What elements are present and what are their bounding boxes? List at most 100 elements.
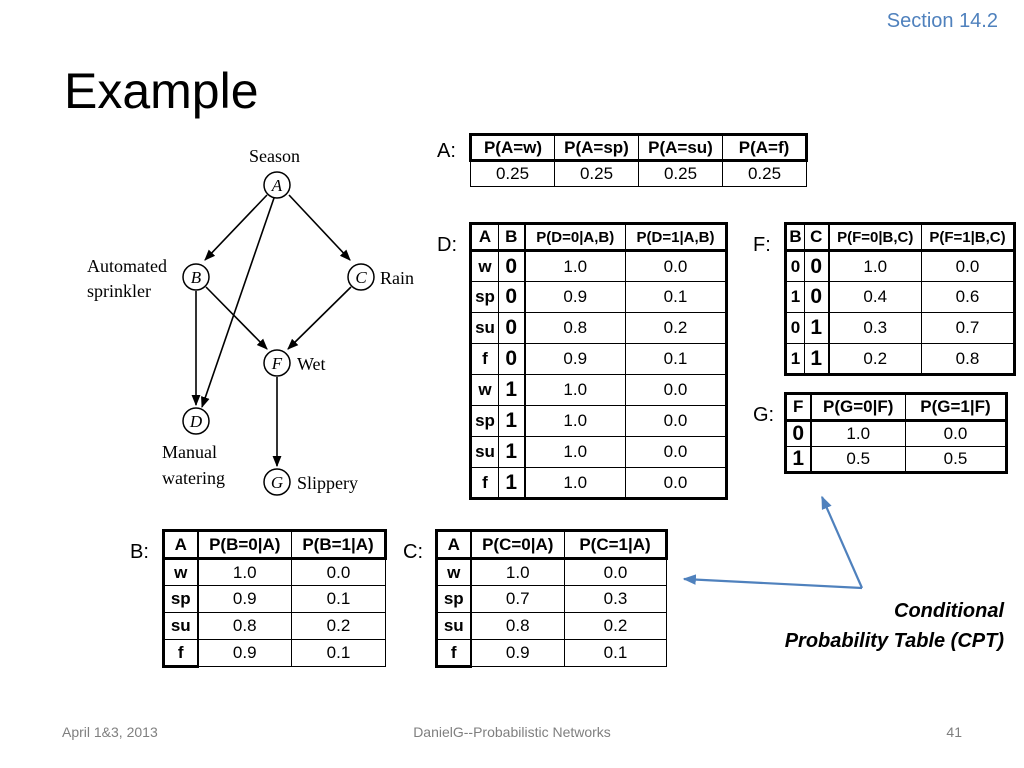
cell: 1.0 bbox=[524, 250, 626, 282]
header-cell: P(C=0|A) bbox=[470, 529, 565, 560]
cell: 0 bbox=[498, 312, 526, 344]
node-d bbox=[182, 407, 210, 435]
cell: f bbox=[435, 639, 472, 668]
footer-page-number: 41 bbox=[946, 724, 962, 740]
cell: 0.5 bbox=[810, 446, 906, 474]
section-label: Section 14.2 bbox=[886, 10, 998, 32]
node-f-label: Wet bbox=[297, 354, 326, 374]
value-cell: 0.25 bbox=[638, 160, 723, 187]
cell: 0.8 bbox=[197, 612, 292, 640]
cell: 0.9 bbox=[524, 281, 626, 313]
cell: 0.0 bbox=[625, 467, 728, 500]
cell: f bbox=[162, 639, 199, 668]
cell: 0.8 bbox=[524, 312, 626, 344]
cell: sp bbox=[162, 585, 199, 613]
header-cell: P(D=0|A,B) bbox=[524, 222, 626, 252]
cell: su bbox=[469, 312, 499, 344]
header-cell: A bbox=[162, 529, 199, 560]
cell: 0.0 bbox=[625, 374, 728, 406]
cell: 1.0 bbox=[810, 420, 906, 447]
edge-c-f bbox=[287, 286, 352, 350]
node-b-letter: B bbox=[191, 268, 202, 287]
cell: 0.7 bbox=[921, 312, 1016, 344]
cell: 0.5 bbox=[905, 446, 1008, 474]
cell: 0.3 bbox=[564, 585, 667, 613]
cell: 1 bbox=[804, 312, 830, 344]
cell: su bbox=[162, 612, 199, 640]
cell: f bbox=[469, 467, 499, 500]
cell: sp bbox=[469, 281, 499, 313]
node-g-label: Slippery bbox=[297, 473, 358, 493]
footer-date: April 1&3, 2013 bbox=[62, 724, 158, 740]
node-g-letter: G bbox=[271, 473, 283, 492]
cell: 0.4 bbox=[828, 281, 922, 313]
cell: 1.0 bbox=[470, 558, 565, 586]
cell: 1.0 bbox=[524, 405, 626, 437]
header-cell: P(G=1|F) bbox=[905, 392, 1008, 422]
cell: 0 bbox=[498, 343, 526, 375]
cell: 1.0 bbox=[197, 558, 292, 586]
cell: 0 bbox=[784, 312, 805, 344]
cell: 0.6 bbox=[921, 281, 1016, 313]
header-cell: P(F=0|B,C) bbox=[828, 222, 922, 252]
cell: 0.1 bbox=[625, 281, 728, 313]
node-b bbox=[182, 263, 210, 291]
cell: 1 bbox=[498, 467, 526, 500]
node-f-letter: F bbox=[271, 354, 283, 373]
value-cell: 0.25 bbox=[554, 160, 639, 187]
table-c-label: C: bbox=[403, 541, 423, 563]
node-d-label-1: Manual bbox=[162, 442, 217, 462]
cell: 0.0 bbox=[625, 250, 728, 282]
cell: w bbox=[469, 374, 499, 406]
cell: 1 bbox=[784, 281, 805, 313]
header-cell: C bbox=[804, 222, 830, 252]
cell: 0.0 bbox=[625, 436, 728, 468]
edge-a-b bbox=[204, 194, 268, 261]
cell: 1.0 bbox=[524, 374, 626, 406]
cell: 0.1 bbox=[625, 343, 728, 375]
header-cell: P(B=0|A) bbox=[197, 529, 292, 560]
table-b-label: B: bbox=[130, 541, 149, 563]
node-b-label-2: sprinkler bbox=[87, 281, 151, 301]
cell: 0.0 bbox=[291, 558, 386, 586]
cell: sp bbox=[469, 405, 499, 437]
table-a-label: A: bbox=[437, 140, 456, 162]
edge-a-c bbox=[288, 194, 351, 261]
cell: 0.2 bbox=[625, 312, 728, 344]
table-g-label: G: bbox=[753, 404, 775, 426]
cell: 0.3 bbox=[828, 312, 922, 344]
cell: 0.9 bbox=[470, 639, 565, 667]
cell: 0 bbox=[804, 250, 830, 282]
cell: 0.8 bbox=[921, 343, 1016, 376]
cell: 0.8 bbox=[470, 612, 565, 640]
node-d-letter: D bbox=[189, 412, 203, 431]
cell: 0.0 bbox=[625, 405, 728, 437]
header-cell: P(A=sp) bbox=[554, 133, 639, 162]
node-b-label-1: Automated bbox=[87, 256, 167, 276]
cell: 1 bbox=[498, 374, 526, 406]
header-cell: A bbox=[469, 222, 499, 252]
cell: 0.2 bbox=[291, 612, 386, 640]
cell: 0.0 bbox=[921, 250, 1016, 282]
cell: 0.2 bbox=[564, 612, 667, 640]
node-c-label: Rain bbox=[380, 268, 414, 288]
cell: 1 bbox=[784, 446, 812, 474]
cpt-table-a: P(A=w) P(A=sp) P(A=su) P(A=f) 0.25 0.25 … bbox=[469, 133, 808, 187]
cell: 0.0 bbox=[905, 420, 1008, 447]
cell: 1.0 bbox=[828, 250, 922, 282]
cpt-annotation: Conditional Probability Table (CPT) bbox=[785, 596, 1004, 656]
cell: su bbox=[469, 436, 499, 468]
node-c bbox=[347, 263, 375, 291]
header-cell: F bbox=[784, 392, 812, 422]
node-f bbox=[263, 349, 291, 377]
cell: 0.0 bbox=[564, 558, 667, 586]
cell: su bbox=[435, 612, 472, 640]
node-a bbox=[263, 171, 291, 199]
value-cell: 0.25 bbox=[470, 160, 555, 187]
cell: w bbox=[162, 558, 199, 586]
cell: 1 bbox=[784, 343, 805, 376]
node-d-label-2: watering bbox=[162, 468, 225, 488]
